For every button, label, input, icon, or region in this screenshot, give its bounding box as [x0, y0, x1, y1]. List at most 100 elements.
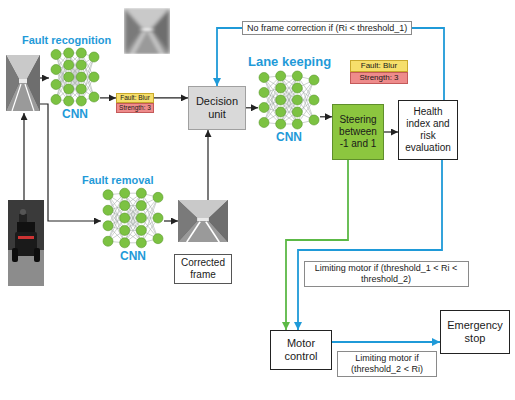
- robot-car-photo: [18, 236, 34, 239]
- condition-label: Limiting motor if (threshold_1 < Ri < th…: [304, 261, 469, 287]
- box-text: Corrected frame: [178, 257, 228, 281]
- neuron: [276, 83, 286, 93]
- neuron: [64, 84, 74, 94]
- neuron: [120, 238, 130, 248]
- network-link: [125, 206, 142, 243]
- condition-label: No frame correction if (Ri < threshold_1…: [242, 21, 412, 36]
- neuron: [103, 221, 113, 231]
- section-heading: Fault recognition: [22, 34, 111, 47]
- neuron: [276, 71, 286, 81]
- neural-network: [102, 187, 164, 249]
- input-arrows: [24, 78, 101, 221]
- box-text: Health index and risk evaluation: [403, 106, 453, 154]
- network-neurons: [51, 48, 99, 106]
- network-link: [69, 65, 82, 101]
- neuron: [51, 50, 61, 60]
- corrected-frame-photo: [178, 200, 228, 242]
- fault-tag: Strength: 3: [350, 72, 408, 84]
- neuron: [89, 72, 99, 82]
- corridor-image: [178, 200, 228, 242]
- section-heading: Lane keeping: [248, 54, 331, 70]
- neuron: [259, 117, 269, 127]
- robot-car-photo: [8, 200, 44, 286]
- neuron: [153, 234, 163, 244]
- input-arrows: [40, 77, 49, 78]
- network-neurons: [259, 71, 319, 129]
- robot-car-photo: [12, 248, 18, 262]
- neuron: [292, 119, 302, 129]
- process-box: Steering between -1 and 1: [332, 104, 384, 160]
- process-box: Emergency stop: [440, 310, 510, 354]
- neuron: [64, 48, 74, 58]
- network-link: [125, 193, 142, 230]
- neuron: [103, 190, 113, 200]
- network-label: CNN: [258, 130, 320, 144]
- cnn-block: Lane keepingCNN: [248, 54, 331, 144]
- neuron: [136, 188, 146, 198]
- neuron: [103, 236, 113, 246]
- neuron: [120, 226, 130, 236]
- edge-label: Limiting motor if (threshold_2 < Ri): [351, 353, 423, 374]
- neuron: [76, 84, 86, 94]
- input-frame-photo: [6, 55, 40, 111]
- neuron: [51, 95, 61, 105]
- neuron: [309, 95, 319, 105]
- neuron: [259, 87, 269, 97]
- neuron: [153, 193, 163, 203]
- neuron: [120, 188, 130, 198]
- section-heading: Fault removal: [82, 174, 154, 187]
- neuron: [309, 115, 319, 125]
- network-link: [125, 206, 142, 243]
- fault-tag: Fault: Blur: [350, 60, 408, 72]
- process-box: Motor control: [270, 330, 332, 370]
- network-links: [108, 193, 158, 243]
- edge-label: Limiting motor if (threshold_1 < Ri < th…: [315, 263, 458, 284]
- network-link: [281, 88, 298, 124]
- connector: [286, 160, 348, 330]
- corrected-frame: Corrected frame: [172, 200, 234, 284]
- neuron: [136, 213, 146, 223]
- connector: [384, 131, 398, 132]
- caption-box: Corrected frame: [174, 254, 232, 284]
- robot-car-photo: [34, 248, 40, 262]
- fault-tag-text: Fault: Blur: [353, 61, 406, 71]
- neuron: [309, 75, 319, 85]
- fault-tag-text: Strength: 3: [353, 73, 406, 83]
- neuron: [276, 107, 286, 117]
- neuron: [259, 102, 269, 112]
- connector: [298, 160, 442, 330]
- network-link: [281, 76, 298, 112]
- edge-label: No frame correction if (Ri < threshold_1…: [247, 23, 407, 33]
- neuron: [136, 226, 146, 236]
- connector: [217, 28, 444, 100]
- condition-label: Limiting motor if (threshold_2 < Ri): [337, 351, 437, 377]
- neural-network: [258, 70, 320, 130]
- neuron: [76, 72, 86, 82]
- network-link: [281, 88, 298, 124]
- neuron: [292, 83, 302, 93]
- box-text: Emergency stop: [445, 319, 505, 345]
- box-text: Steering between -1 and 1: [337, 114, 379, 150]
- connector: [164, 220, 178, 221]
- neuron: [136, 238, 146, 248]
- neuron: [276, 95, 286, 105]
- robot-car-photo: [20, 209, 26, 215]
- neuron: [259, 72, 269, 82]
- box-text: Decision unit: [193, 95, 241, 121]
- neuron: [153, 213, 163, 223]
- cnn-block: Fault removalCNN: [82, 174, 164, 264]
- fault-tag: Fault: Blur: [116, 93, 154, 103]
- fault-tag-text: Strength: 3: [119, 104, 152, 112]
- neuron: [89, 92, 99, 102]
- network-label: CNN: [102, 249, 164, 263]
- blurred-frame-photo: [124, 8, 170, 54]
- network-links: [264, 76, 314, 124]
- robot-car-photo: [15, 232, 37, 256]
- neuron: [51, 80, 61, 90]
- connector: [100, 97, 116, 98]
- neuron: [103, 205, 113, 215]
- neuron: [76, 48, 86, 58]
- neuron: [51, 65, 61, 75]
- neuron: [64, 96, 74, 106]
